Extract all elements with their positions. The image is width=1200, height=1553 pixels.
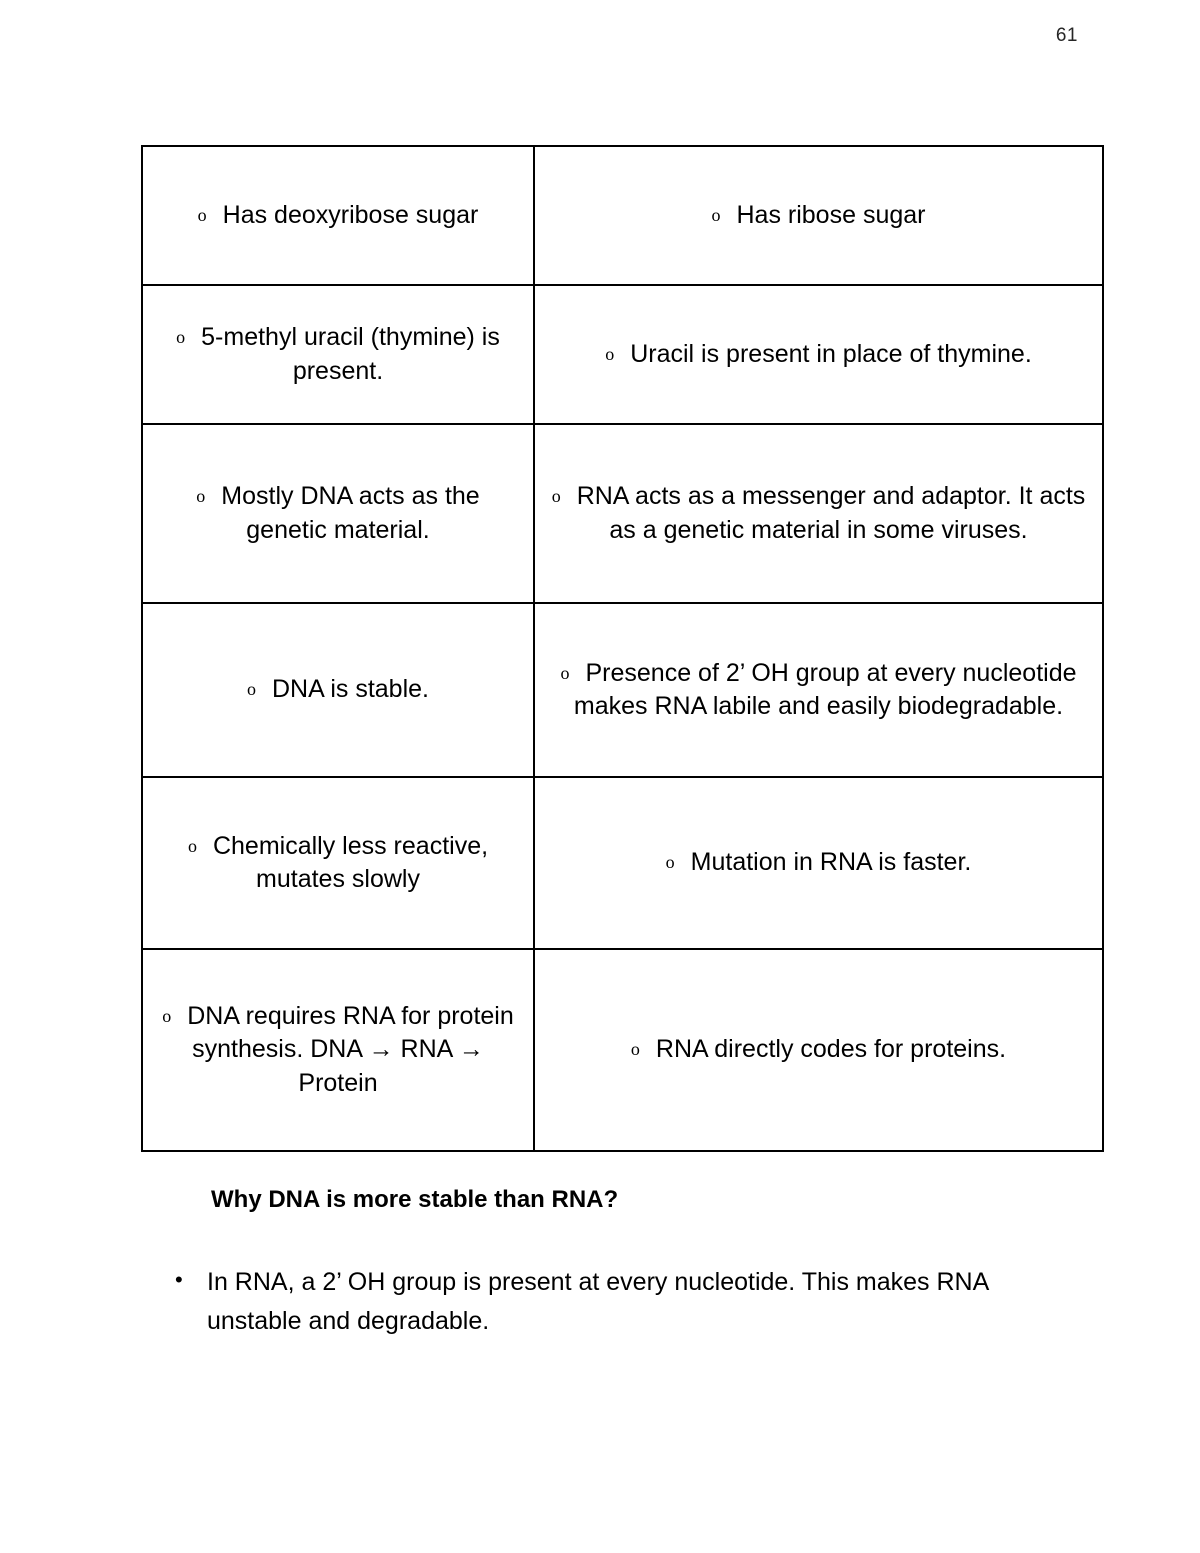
round-bullet-icon: • [175, 1267, 183, 1292]
cell-content: o Has deoxyribose sugar [153, 199, 523, 232]
cell-label: Has deoxyribose sugar [222, 200, 479, 229]
circle-bullet-icon: o [605, 343, 615, 364]
table-cell-dna: o Mostly DNA acts as the genetic material… [141, 423, 535, 604]
circle-bullet-icon: o [197, 204, 207, 225]
cell-label: RNA directly codes for proteins. [655, 1035, 1007, 1064]
page-number: 61 [1055, 25, 1078, 46]
table-cell-rna: o Uracil is present in place of thymine. [533, 284, 1104, 425]
cell-content: o Mutation in RNA is faster. [545, 846, 1092, 879]
cell-label: Has ribose sugar [736, 200, 926, 229]
cell-content: o Chemically less reactive, mutates slowl… [153, 830, 523, 897]
circle-bullet-icon: o [246, 679, 256, 700]
circle-bullet-icon: o [162, 1006, 172, 1027]
cell-label: Uracil is present in place of thymine. [630, 339, 1032, 368]
cell-content: o Mostly DNA acts as the genetic material… [153, 480, 523, 547]
table-cell-dna: o Has deoxyribose sugar [141, 145, 535, 286]
cell-content: o DNA is stable. [153, 673, 523, 706]
circle-bullet-icon: o [665, 852, 675, 873]
table-row: o DNA requires RNA for protein synthesis.… [141, 948, 1104, 1152]
table-cell-dna: o DNA requires RNA for protein synthesis.… [141, 948, 535, 1152]
table-row: o Has deoxyribose sugar o Has ribose sugar [141, 145, 1104, 286]
cell-label: Mutation in RNA is faster. [690, 848, 972, 877]
table-cell-rna: o Has ribose sugar [533, 145, 1104, 286]
table-row: o Mostly DNA acts as the genetic material… [141, 423, 1104, 604]
cell-content: o RNA acts as a messenger and adaptor. It… [545, 480, 1092, 547]
cell-content: o DNA requires RNA for protein synthesis.… [153, 1000, 523, 1100]
question-heading: Why DNA is more stable than RNA? [211, 1186, 619, 1213]
list-item: • In RNA, a 2’ OH group is present at ev… [175, 1263, 1035, 1341]
table-row: o 5-methyl uracil (thymine) is present. o… [141, 284, 1104, 425]
table-cell-dna: o Chemically less reactive, mutates slowl… [141, 776, 535, 950]
table-cell-rna: o RNA directly codes for proteins. [533, 948, 1104, 1152]
circle-bullet-icon: o [551, 486, 561, 507]
list-item-label: In RNA, a 2’ OH group is present at ever… [207, 1268, 988, 1335]
table-cell-dna: o DNA is stable. [141, 602, 535, 778]
cell-label: DNA requires RNA for protein synthesis. … [187, 1002, 514, 1097]
circle-bullet-icon: o [560, 662, 570, 683]
cell-content: o 5-methyl uracil (thymine) is present. [153, 321, 523, 388]
cell-label: Mostly DNA acts as the genetic material. [221, 482, 480, 544]
cell-content: o RNA directly codes for proteins. [545, 1033, 1092, 1066]
cell-label: 5-methyl uracil (thymine) is present. [201, 323, 500, 385]
cell-content: o Uracil is present in place of thymine. [545, 338, 1092, 371]
cell-label: Chemically less reactive, mutates slowly [212, 831, 489, 893]
cell-content: o Has ribose sugar [545, 199, 1092, 232]
circle-bullet-icon: o [187, 835, 197, 856]
table-cell-dna: o 5-methyl uracil (thymine) is present. [141, 284, 535, 425]
circle-bullet-icon: o [196, 486, 206, 507]
cell-label: RNA acts as a messenger and adaptor. It … [576, 482, 1086, 544]
circle-bullet-icon: o [711, 204, 721, 225]
dna-rna-comparison-table: o Has deoxyribose sugar o Has ribose sugar… [141, 145, 1104, 1152]
cell-label: Presence of 2’ OH group at every nucleot… [573, 658, 1077, 720]
table-cell-rna: o Mutation in RNA is faster. [533, 776, 1104, 950]
circle-bullet-icon: o [176, 327, 186, 348]
explanation-list: • In RNA, a 2’ OH group is present at ev… [175, 1263, 1035, 1341]
circle-bullet-icon: o [630, 1039, 640, 1060]
table-row: o Chemically less reactive, mutates slowl… [141, 776, 1104, 950]
cell-label: DNA is stable. [271, 675, 429, 704]
table-cell-rna: o RNA acts as a messenger and adaptor. It… [533, 423, 1104, 604]
